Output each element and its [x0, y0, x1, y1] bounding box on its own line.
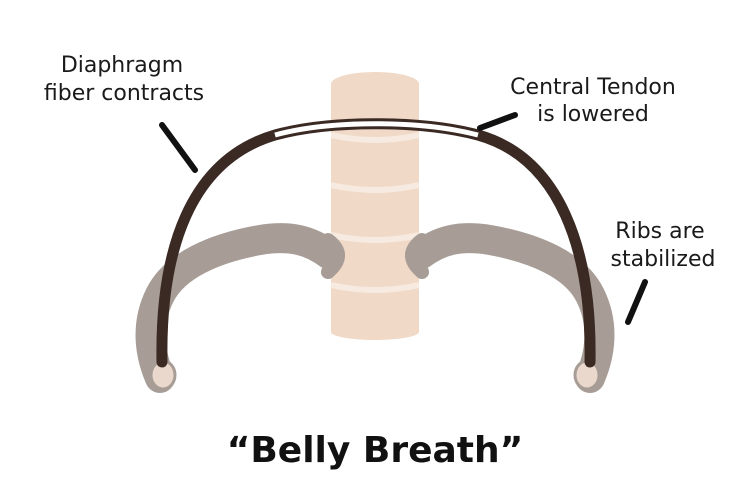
diaphragm-pointer-line [159, 122, 198, 173]
spine-disc [330, 132, 420, 143]
tendon-pointer-line [477, 112, 518, 131]
spine [330, 72, 420, 340]
tendon-label-line2: is lowered [537, 102, 649, 127]
spine-disc [330, 282, 420, 293]
ribs-pointer-line [625, 279, 648, 325]
ribs [135, 223, 615, 393]
diaphragm-label-line1: Diaphragm [61, 53, 183, 78]
tendon-label-line1: Central Tendon [510, 75, 676, 100]
right-rib-joint [405, 233, 429, 279]
right-rib [405, 223, 615, 393]
diaphragm-label-line2: fiber contracts [44, 81, 204, 106]
left-rib-joint [321, 233, 345, 279]
ribs-label-line2: stabilized [611, 247, 716, 272]
spine-bottom-cap [331, 324, 419, 340]
central-tendon [274, 121, 479, 138]
ribs-label-line1: Ribs are [615, 219, 704, 244]
diagram-title: “Belly Breath” [227, 430, 524, 471]
spine-disc [330, 232, 420, 243]
left-rib [135, 223, 345, 393]
diaphragm [156, 118, 596, 368]
spine-disc [330, 182, 420, 193]
